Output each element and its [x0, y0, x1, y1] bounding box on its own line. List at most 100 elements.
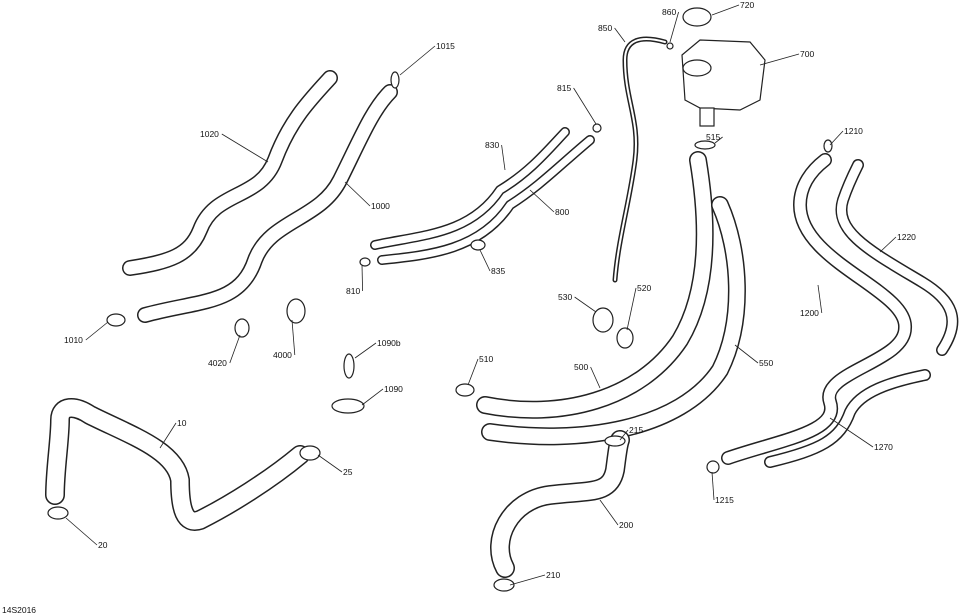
callout-530: 530	[558, 292, 597, 313]
callout-label: 720	[740, 0, 754, 10]
callout-700: 700	[759, 49, 814, 66]
hose-550	[481, 196, 746, 446]
callout-520: 520	[626, 283, 651, 331]
hose-1000	[137, 84, 398, 323]
callout-835: 835	[479, 249, 505, 276]
hose-200	[490, 430, 630, 578]
leader-line	[711, 471, 715, 501]
coolant-tank	[681, 39, 766, 127]
hose-800	[377, 135, 595, 265]
leader-line	[509, 574, 546, 586]
leader-line	[711, 4, 740, 16]
callout-label: 530	[558, 292, 572, 302]
callout-label: 700	[800, 49, 814, 59]
hoses-layer	[45, 36, 959, 578]
hose-clamp	[616, 327, 634, 349]
leader-line	[361, 388, 384, 406]
hose-1270	[764, 369, 931, 468]
hose-clamp	[286, 298, 306, 324]
callout-850: 850	[598, 23, 626, 43]
callout-210: 210	[509, 570, 560, 586]
callout-1090: 1090	[361, 384, 403, 406]
callout-label: 1000	[371, 201, 390, 211]
callout-860: 860	[662, 7, 679, 43]
leader-line	[291, 319, 296, 356]
hose-clamp	[470, 239, 486, 251]
leader-line	[159, 422, 177, 449]
callout-label: 810	[346, 286, 360, 296]
hose-clamp	[106, 313, 126, 327]
leader-line	[574, 296, 597, 313]
hose-clamp	[455, 383, 475, 397]
callout-200: 200	[599, 499, 633, 530]
callout-label: 510	[479, 354, 493, 364]
leader-line	[229, 334, 241, 364]
callout-label: 1015	[436, 41, 455, 51]
callout-515: 515	[706, 132, 723, 144]
callout-label: 200	[619, 520, 633, 530]
callout-label: 860	[662, 7, 676, 17]
reference-code: 14S2016	[2, 605, 36, 615]
leader-line	[501, 144, 506, 171]
callout-label: 1210	[844, 126, 863, 136]
callout-810: 810	[346, 264, 363, 296]
leader-line	[879, 236, 897, 253]
callout-label: 835	[491, 266, 505, 276]
callout-1000: 1000	[344, 181, 390, 211]
callouts-layer: 720 860 850 700 1015 815 515 1210 1020 830 1000 800…	[64, 0, 916, 586]
leader-line	[590, 366, 601, 389]
callout-510: 510	[467, 354, 493, 386]
leader-line	[734, 344, 759, 364]
callout-1210: 1210	[829, 126, 863, 146]
callout-label: 25	[343, 467, 353, 477]
callout-label: 20	[98, 540, 108, 550]
callout-label: 1010	[64, 335, 83, 345]
leader-line	[626, 287, 637, 331]
leader-line	[829, 417, 874, 448]
hose-830	[370, 127, 570, 250]
leader-line	[317, 454, 343, 473]
callout-830: 830	[485, 140, 506, 171]
callout-4000: 4000	[273, 319, 296, 360]
leader-line	[614, 27, 626, 43]
hose-clamp	[604, 435, 626, 447]
callout-1270: 1270	[829, 417, 893, 452]
callout-label: 1215	[715, 495, 734, 505]
callout-label: 1270	[874, 442, 893, 452]
leader-line	[354, 342, 377, 359]
callout-1200: 1200	[800, 284, 823, 318]
callout-label: 850	[598, 23, 612, 33]
callout-label: 815	[557, 83, 571, 93]
callout-label: 4020	[208, 358, 227, 368]
tee-fitting-1090	[331, 398, 365, 414]
callout-1090b: 1090b	[354, 338, 401, 359]
callout-label: 215	[629, 425, 643, 435]
callout-label: 1200	[800, 308, 819, 318]
callout-1220: 1220	[879, 232, 916, 253]
leader-line	[829, 130, 844, 146]
leader-line	[344, 181, 371, 207]
hose-clamp	[493, 578, 515, 592]
callout-label: 800	[555, 207, 569, 217]
callout-1215: 1215	[711, 471, 734, 505]
leader-line	[85, 321, 109, 341]
leader-line	[619, 429, 629, 441]
hose-1220	[835, 159, 959, 356]
callout-label: 1090b	[377, 338, 401, 348]
leader-line	[759, 53, 800, 66]
leader-line	[65, 517, 98, 546]
callout-label: 1020	[200, 129, 219, 139]
fitting-1210	[823, 139, 833, 153]
callout-label: 1090	[384, 384, 403, 394]
hose-1020	[122, 70, 338, 276]
leader-line	[221, 133, 269, 163]
hose-clamp	[592, 307, 614, 333]
hose-clamp	[694, 140, 716, 150]
leader-line	[529, 189, 555, 213]
callout-label: 515	[706, 132, 720, 142]
leader-line	[573, 87, 597, 125]
callout-500: 500	[574, 362, 601, 389]
callout-label: 550	[759, 358, 773, 368]
hose-500	[476, 151, 714, 419]
